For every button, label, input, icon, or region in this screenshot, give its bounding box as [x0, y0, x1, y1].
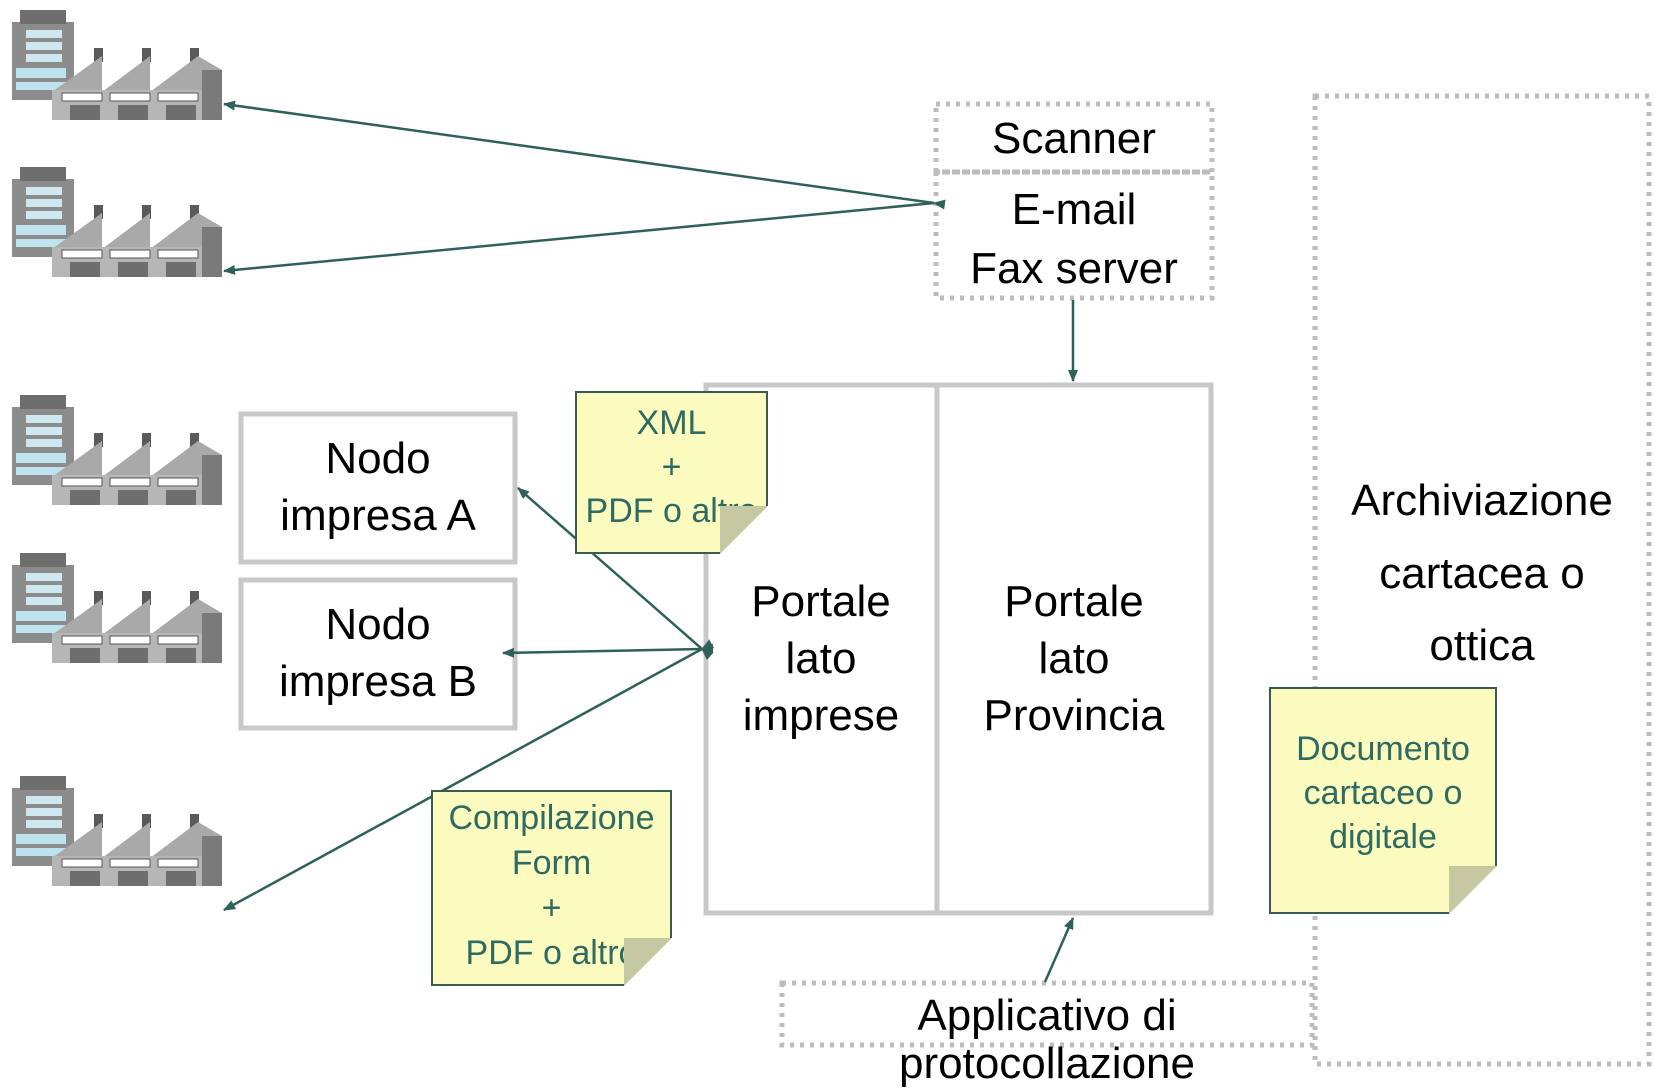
note-documento: Documento cartaceo o digitale	[1269, 687, 1497, 914]
factory-icon-4	[11, 552, 223, 664]
note-fold	[720, 506, 768, 554]
arrow-applicativo	[1043, 917, 1075, 983]
note-xml: XML + PDF o altro	[575, 391, 768, 554]
nodo-a-box	[238, 411, 518, 565]
nodo-a-label: Nodo impresa A	[280, 434, 476, 541]
portale-imprese-label: Portale lato imprese	[742, 577, 900, 741]
note-fold	[1449, 866, 1497, 914]
portale-box	[703, 382, 1214, 916]
email-fax-frame	[933, 169, 1215, 301]
applicativo-frame	[779, 980, 1315, 1048]
scanner-label: Scanner	[992, 114, 1156, 163]
arrow-nodo-a	[517, 487, 714, 661]
note-compilazione-form: Compilazione Form + PDF o altro	[431, 790, 672, 986]
email-fax-label: E-mail Fax server	[970, 185, 1178, 294]
applicativo-label: Applicativo di protocollazione	[899, 991, 1195, 1089]
archiviazione-frame	[1312, 93, 1652, 1067]
nodo-b-label: Nodo impresa B	[278, 600, 478, 707]
factory-icon-1	[11, 9, 223, 121]
note-fold	[624, 938, 672, 986]
factory-icon-2	[11, 166, 223, 278]
archiviazione-label: Archiviazione cartacea o ottica	[1351, 476, 1613, 671]
arrow-factory-2	[223, 201, 935, 275]
portale-provincia-label: Portale lato Provincia	[983, 577, 1165, 741]
arrow-factory-5	[223, 639, 715, 912]
factory-icon-5	[11, 775, 223, 887]
arrow-nodo-b	[502, 643, 714, 658]
arrow-factory-1	[223, 100, 946, 210]
factory-icon-3	[11, 394, 223, 506]
